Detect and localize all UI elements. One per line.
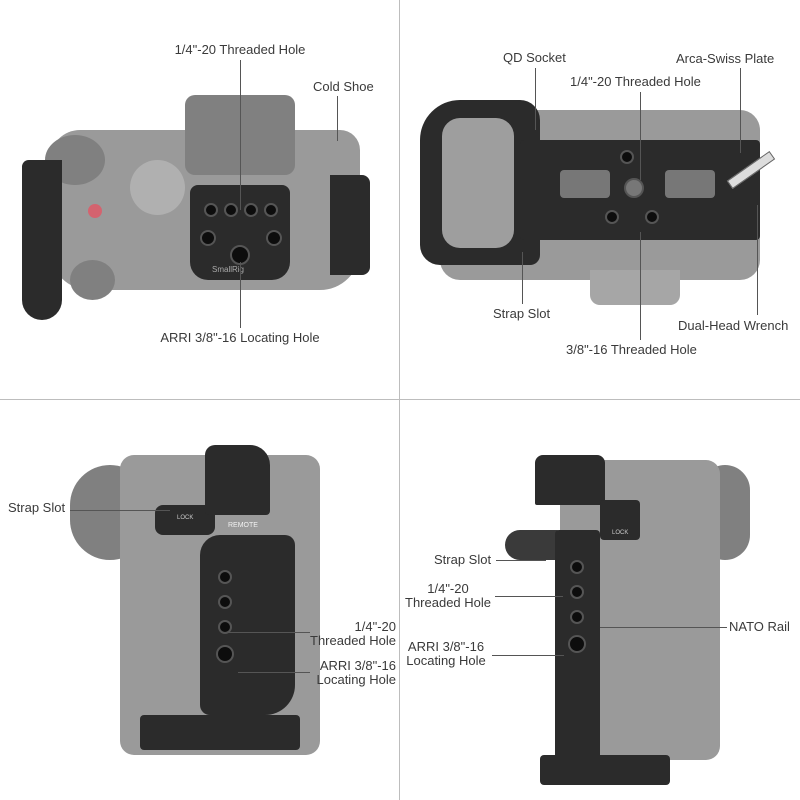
rear-dial [70,260,115,300]
threaded-hole [620,150,634,164]
label-arca-swiss-plate: Arca-Swiss Plate [676,51,775,66]
label-line: Locating Hole [406,653,486,668]
label-strap-slot: Strap Slot [493,306,551,321]
label-threaded-hole-3-8: 3/8"-16 Threaded Hole [566,342,697,357]
leader-line [228,632,310,633]
threaded-hole [570,585,584,599]
plate-slot [665,170,715,198]
leader-line [600,627,727,628]
lock-knob: LOCK [600,500,640,540]
leader-line [535,68,536,130]
leader-line [640,92,641,180]
cage-right-side [330,175,370,275]
threaded-hole [264,203,278,217]
cage-base [140,715,300,750]
lock-text: LOCK [612,530,629,536]
leader-line [70,510,170,511]
label-threaded-hole: 1/4"-20 Threaded Hole [400,582,496,610]
label-line: Threaded Hole [310,633,396,648]
leader-line [240,60,241,210]
threaded-hole [224,203,238,217]
label-line: ARRI 3/8"-16 [407,639,485,654]
threaded-hole [645,210,659,224]
strap-slot-handle [505,530,560,560]
horizontal-divider [0,399,800,400]
camera-grip [442,118,514,248]
threaded-hole [605,210,619,224]
arri-locating-hole [568,635,586,653]
leader-line [337,96,338,141]
label-arri-hole: ARRI 3/8"-16 Locating Hole [160,330,320,345]
remote-text: REMOTE [228,522,258,529]
threaded-hole-3-8 [624,178,644,198]
leader-line [757,205,758,315]
plate-slot [560,170,610,198]
label-line: Threaded Hole [405,595,491,610]
nato-rail-side-plate [555,530,600,760]
leader-line [238,672,310,673]
locating-hole [200,230,216,246]
threaded-hole [244,203,258,217]
leader-line [240,262,241,328]
leader-line [740,68,741,153]
label-dual-head-wrench: Dual-Head Wrench [678,318,789,333]
camera-eyecup [590,270,680,305]
leader-line [522,252,523,304]
threaded-hole [204,203,218,217]
label-threaded-hole: 1/4"-20 Threaded Hole [174,42,306,57]
threaded-hole [570,560,584,574]
label-arri-hole: ARRI 3/8"-16 Locating Hole [296,658,397,687]
label-arri-hole: ARRI 3/8"-16 Locating Hole [400,640,492,668]
cage-base [540,755,670,785]
top-cage-arm [535,455,605,505]
locating-hole [266,230,282,246]
arri-locating-hole [216,645,234,663]
threaded-hole [218,620,232,634]
label-strap-slot: Strap Slot [434,552,492,567]
cage-grip [200,535,295,715]
lock-text: LOCK [177,515,194,521]
vertical-divider [399,0,400,800]
control-dial [130,160,185,215]
record-button-icon [88,204,102,218]
leader-line [640,232,641,340]
cage-left-handle [22,160,62,320]
top-cage-arm [205,445,270,515]
label-threaded-hole: 1/4"-20 Threaded Hole [570,74,701,89]
logo-text: SmallRig [212,265,245,274]
label-line: ARRI 3/8"-16 [319,658,396,673]
threaded-hole [218,570,232,584]
threaded-hole [218,595,232,609]
label-strap-slot: Strap Slot [8,500,66,515]
leader-line [492,655,564,656]
threaded-hole [570,610,584,624]
label-line: 1/4"-20 [354,619,396,634]
label-qd-socket: QD Socket [503,50,566,65]
label-nato-rail: NATO Rail [729,619,790,634]
leader-line [495,596,563,597]
label-line: 1/4"-20 [427,581,469,596]
label-threaded-hole: 1/4"-20 Threaded Hole [296,620,396,648]
label-line: Locating Hole [316,672,397,687]
label-cold-shoe: Cold Shoe [313,79,374,94]
leader-line [496,560,546,561]
